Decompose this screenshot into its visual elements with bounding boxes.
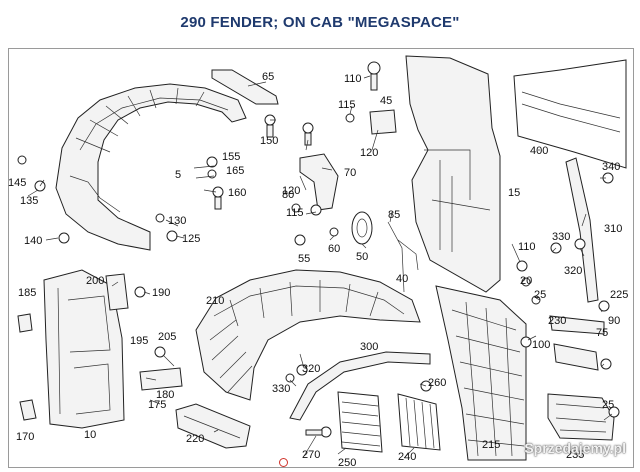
part-235-bracket [547,393,615,441]
callout-180: 180 [156,389,174,401]
callout-320a: 320 [564,265,582,277]
callout-220: 220 [186,433,204,445]
callout-340: 340 [602,161,620,173]
diagram-title: 290 FENDER; ON CAB "MEGASPACE" [180,14,460,31]
part-240-grid-panel [397,393,441,451]
callout-400: 400 [530,145,548,157]
callout-140: 140 [24,235,42,247]
part-200-plate [105,273,129,311]
part-85-rod [387,221,419,293]
callout-115b: 115 [286,207,304,219]
callout-200: 200 [86,275,104,287]
part-310-trim-strip [565,157,599,303]
callout-80: 80 [282,189,294,201]
callout-5: 5 [175,169,181,181]
callout-160: 160 [228,187,246,199]
part-210-main-fender [195,269,421,401]
part-220-bracket-bar [175,403,251,449]
callout-45: 45 [380,95,392,107]
callout-310: 310 [604,223,622,235]
callout-190: 190 [152,287,170,299]
part-180-rail [139,367,183,391]
callout-155: 155 [222,151,240,163]
part-215-mud-flap [435,285,527,461]
callout-75: 75 [596,327,608,339]
part-15-rear-panel [405,55,501,293]
callout-125: 125 [182,233,200,245]
callout-130: 130 [168,215,186,227]
callout-110a: 110 [344,73,362,85]
callout-300: 300 [360,341,378,353]
part-90-bracket [549,315,605,335]
callout-25b: 25 [602,399,614,411]
callout-240: 240 [398,451,416,463]
callout-235: 235 [566,449,584,461]
part-50-grommet [351,211,373,245]
part-250-grid-panel [337,391,383,453]
callout-115a: 115 [338,99,356,111]
callout-270: 270 [302,449,320,461]
callout-65: 65 [262,71,274,83]
callout-165: 165 [226,165,244,177]
callout-215: 215 [482,439,500,451]
leader-lines [27,75,613,459]
part-65-hanger [211,69,279,105]
callout-120b: 120 [282,185,300,197]
callout-195: 195 [130,335,148,347]
callout-40: 40 [396,273,408,285]
callout-250: 250 [338,457,356,469]
fasteners [17,61,620,438]
part-230-bracket [553,343,599,371]
callout-205: 205 [158,331,176,343]
part-185-clip [17,313,33,333]
callout-70: 70 [344,167,356,179]
callout-150: 150 [260,135,278,147]
callout-170: 170 [16,431,34,443]
callout-260: 260 [428,377,446,389]
part-5-fender-liner [55,83,247,251]
callout-15: 15 [508,187,520,199]
callout-210: 210 [206,295,224,307]
callout-10: 10 [84,429,96,441]
callout-110b: 110 [518,241,536,253]
part-170-clip [19,399,37,421]
part-400-cab-panel [513,59,627,169]
callout-90: 90 [608,315,620,327]
part-10-side-panel [43,269,125,429]
callout-330a: 330 [552,231,570,243]
callout-225: 225 [610,289,628,301]
callout-labels: 5 10 15 20 25 25 50 55 60 65 70 75 80 85… [8,71,628,469]
callout-320b: 320 [302,363,320,375]
callout-135: 135 [20,195,38,207]
callout-185: 185 [18,287,36,299]
part-70-bracket [299,153,339,211]
watermark: Sprzedajemy.pl [524,440,626,456]
part-300-arch-strip [289,351,431,421]
callout-175: 175 [148,399,166,411]
callout-145: 145 [8,177,26,189]
callout-50: 50 [356,251,368,263]
callout-25a: 25 [534,289,546,301]
callout-120a: 120 [360,147,378,159]
callout-230: 230 [548,315,566,327]
callout-60: 60 [328,243,340,255]
callout-20: 20 [520,275,532,287]
part-45-clip [369,109,397,135]
callout-100: 100 [532,339,550,351]
callout-55: 55 [298,253,310,265]
callout-330b: 330 [272,383,290,395]
callout-85: 85 [388,209,400,221]
location-marker-icon [279,458,288,467]
